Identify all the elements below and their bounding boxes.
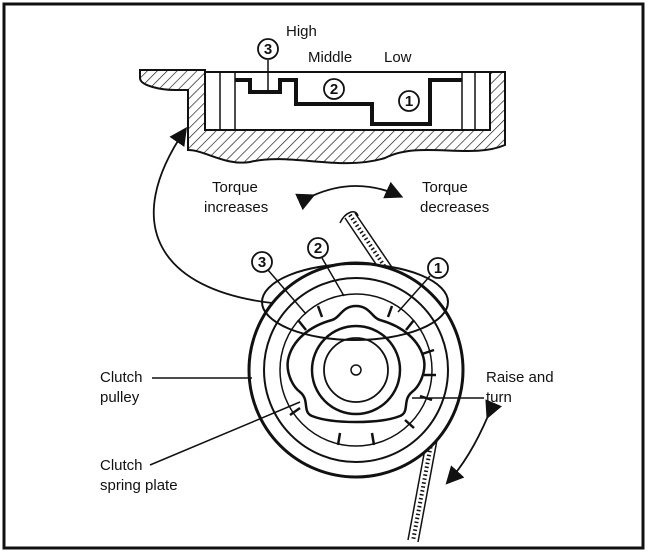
belt-lower (407, 437, 438, 543)
marker-2-top: 2 (323, 78, 345, 100)
detail-lens (261, 263, 449, 341)
torque-decreases-line2: decreases (420, 199, 489, 216)
label-low: Low (384, 49, 412, 66)
svg-text:2: 2 (314, 240, 322, 257)
label-middle: Middle (308, 49, 352, 66)
svg-text:1: 1 (405, 93, 413, 110)
marker-1-top: 1 (398, 90, 420, 112)
svg-text:2: 2 (330, 81, 338, 98)
label-raise-turn-line1: Raise and (486, 369, 554, 386)
torque-increases-line1: Torque (212, 179, 258, 196)
marker-2-pulley: 2 (307, 237, 345, 297)
torque-double-arrow (295, 181, 404, 211)
svg-text:1: 1 (434, 260, 442, 277)
marker-3-pulley: 3 (251, 251, 307, 315)
zoom-arrow (152, 127, 273, 304)
leader-spring-plate (149, 401, 301, 466)
torque-increases-line2: increases (204, 199, 268, 216)
hub-center (350, 364, 362, 376)
housing-hatch (139, 69, 506, 165)
svg-text:3: 3 (264, 41, 272, 58)
label-clutch-pulley-line2: pulley (100, 389, 140, 406)
torque-decreases-line1: Torque (422, 179, 468, 196)
pulley-assembly (247, 261, 465, 479)
svg-text:3: 3 (258, 254, 266, 271)
marker-3-top: 3 (257, 38, 279, 60)
label-high: High (286, 23, 317, 40)
figure-border (2, 2, 645, 550)
housing-section (139, 60, 506, 165)
label-raise-turn-line2: turn (486, 389, 512, 406)
raise-turn-arrow (445, 399, 502, 485)
label-spring-plate-line2: spring plate (100, 477, 178, 494)
label-clutch-pulley-line1: Clutch (100, 369, 143, 386)
marker-1-pulley: 1 (397, 257, 449, 313)
label-spring-plate-line1: Clutch (100, 457, 143, 474)
step-profile (235, 78, 462, 126)
